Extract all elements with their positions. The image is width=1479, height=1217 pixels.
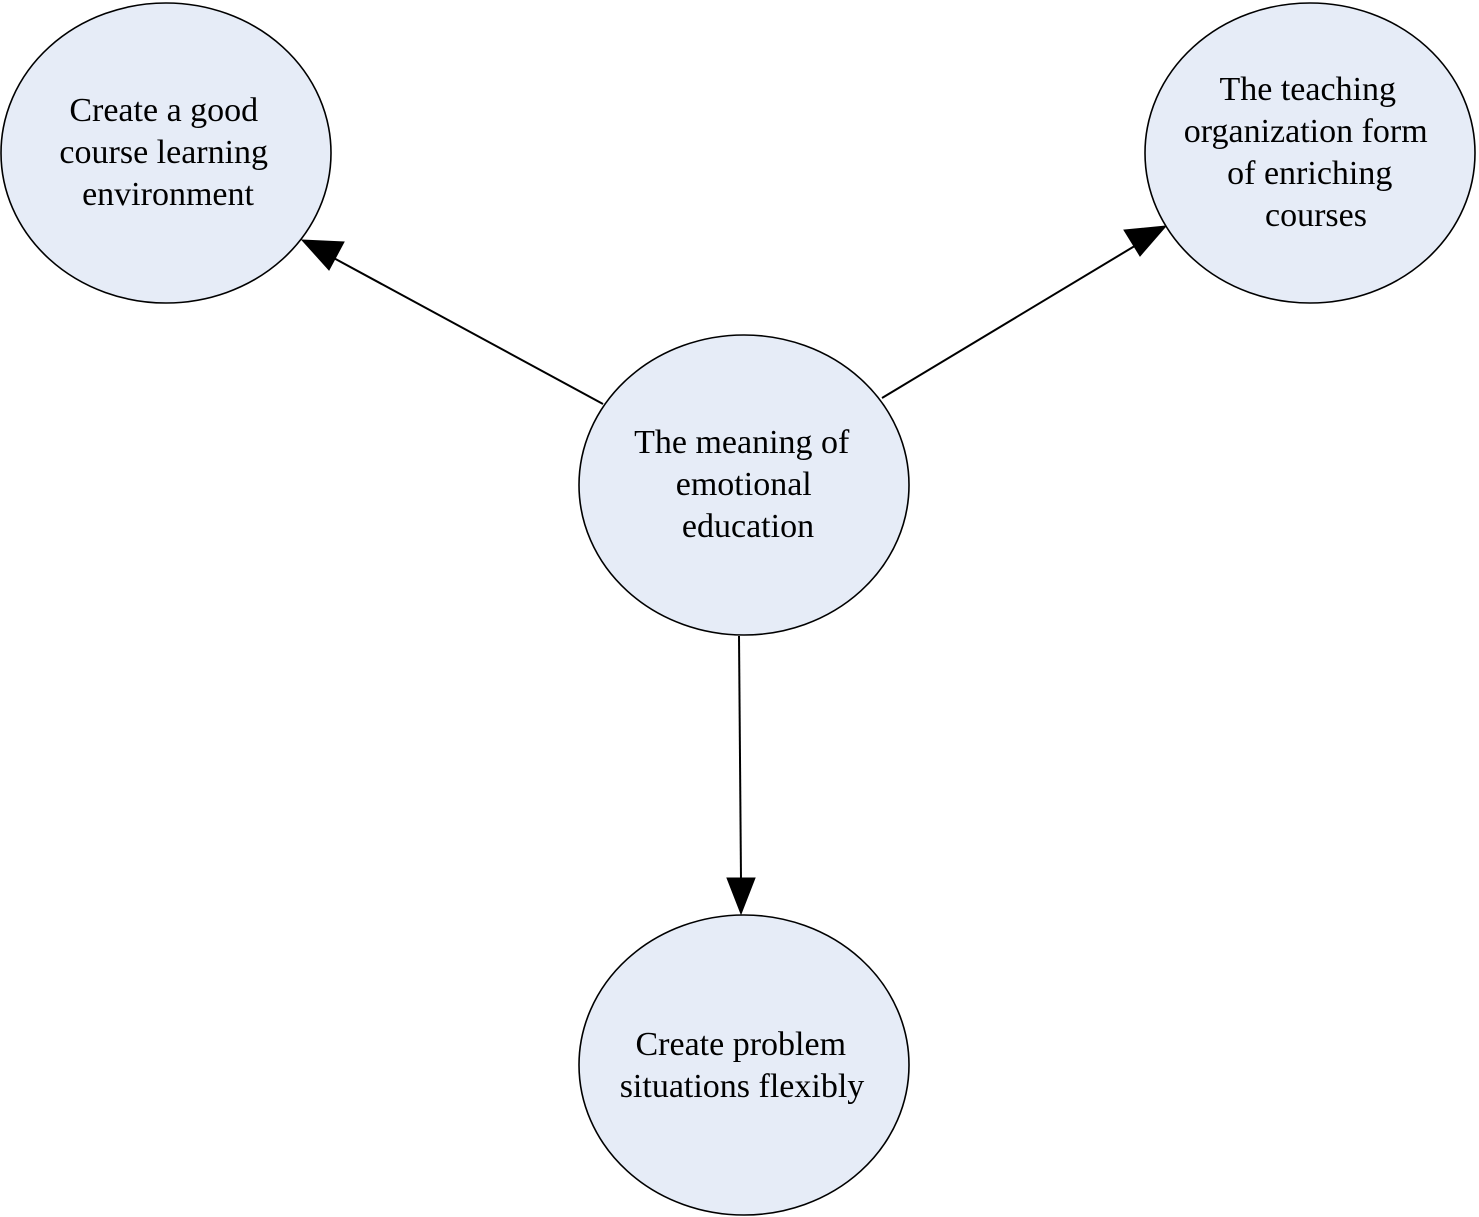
- node-bottom-line: Create problem: [635, 1026, 846, 1063]
- node-top-left-ellipse: [0, 2, 332, 304]
- arrow-head-bottom: [726, 877, 756, 916]
- node-top-left-label: Create a good course learning environmen…: [59, 92, 276, 213]
- node-top-right: The teaching organization form of enrich…: [1144, 2, 1476, 304]
- node-top-left: Create a good course learning environmen…: [0, 2, 332, 304]
- node-bottom-line: situations flexibly: [620, 1068, 865, 1105]
- node-top-left-line: course learning: [59, 134, 268, 171]
- node-top-right-line: The teaching: [1219, 71, 1396, 108]
- node-bottom: Create problem situations flexibly: [578, 914, 910, 1216]
- node-top-right-label: The teaching organization form of enrich…: [1184, 71, 1436, 234]
- node-center-line: education: [682, 508, 814, 545]
- arrow-head-top-right: [1123, 225, 1168, 257]
- node-top-right-line: of enriching: [1227, 155, 1392, 192]
- node-top-right-line: courses: [1265, 197, 1367, 234]
- edge-center-to-top-right: [881, 243, 1139, 399]
- node-top-left-line: Create a good: [69, 92, 258, 129]
- node-bottom-ellipse: [578, 914, 910, 1216]
- node-top-right-ellipse: [1144, 2, 1476, 304]
- arrow-head-top-left: [300, 239, 345, 271]
- edge-center-to-top-left: [329, 255, 604, 405]
- node-center-label: The meaning of emotional education: [634, 424, 858, 545]
- node-bottom-label: Create problem situations flexibly: [620, 1026, 865, 1105]
- node-top-right-line: organization form: [1184, 113, 1428, 150]
- node-center-line: emotional: [676, 466, 812, 503]
- node-top-left-line: environment: [82, 176, 254, 213]
- node-center-ellipse: [578, 334, 910, 636]
- edges: [300, 225, 1168, 916]
- node-center: The meaning of emotional education: [578, 334, 910, 636]
- node-center-line: The meaning of: [634, 424, 850, 461]
- edge-center-to-bottom: [738, 635, 742, 881]
